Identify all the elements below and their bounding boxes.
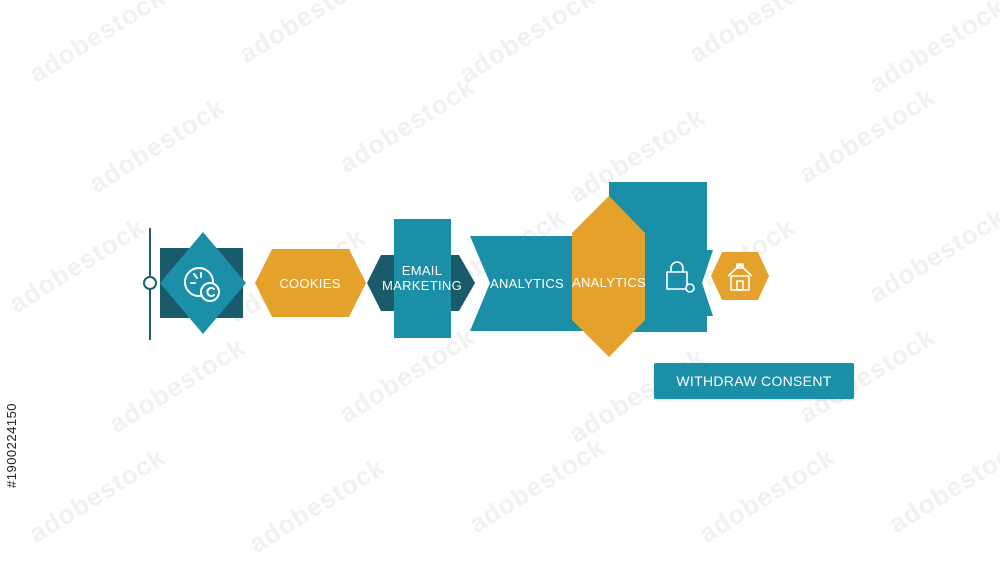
analytics-label-2: ANALYTICS bbox=[572, 275, 646, 290]
stock-credit: #1900224150 bbox=[4, 402, 19, 488]
analytics-label-1: ANALYTICS bbox=[490, 276, 564, 291]
cookie-icon bbox=[184, 267, 220, 302]
shopping-bag-icon bbox=[666, 261, 695, 293]
email-marketing-bar bbox=[394, 219, 451, 338]
analytics-chevron bbox=[470, 236, 584, 331]
timeline-dot bbox=[143, 276, 157, 290]
cookies-hexagon bbox=[255, 249, 366, 317]
email-label-line1: EMAIL bbox=[401, 263, 443, 278]
analytics-orange-hexagon bbox=[572, 196, 645, 357]
email-label-line2: MARKETING bbox=[382, 278, 462, 293]
cookies-label: COOKIES bbox=[279, 276, 341, 291]
cookie-block-diamond bbox=[160, 232, 246, 334]
house-icon bbox=[727, 263, 753, 291]
withdraw-consent-button[interactable]: WITHDRAW CONSENT bbox=[654, 363, 854, 399]
